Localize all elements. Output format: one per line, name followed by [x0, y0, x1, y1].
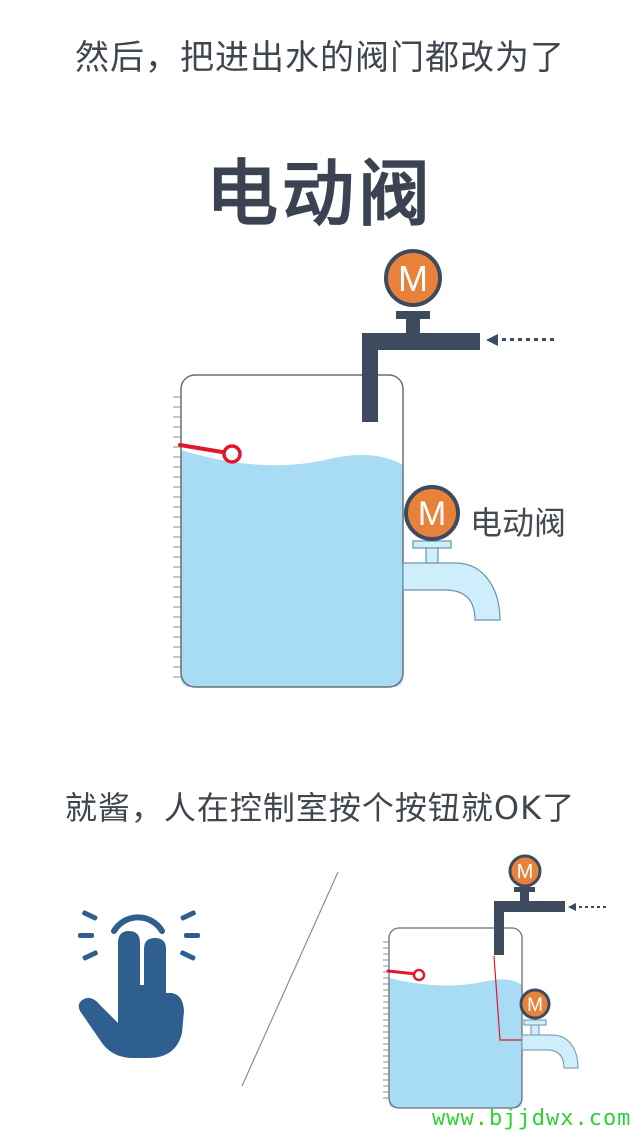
motor-valve-icon: M	[508, 854, 542, 902]
outlet-spout	[402, 562, 501, 621]
inlet-pipe	[494, 901, 565, 955]
motor-valve-icon: M	[384, 249, 442, 334]
tank-diagram-main: M M	[173, 249, 554, 688]
big-title: 电动阀	[205, 152, 434, 236]
tank-outline	[180, 374, 404, 688]
outlet-spout	[521, 1034, 579, 1069]
motor-letter: M	[418, 495, 446, 533]
float-sensor-icon	[386, 968, 426, 982]
scale-ticks	[383, 941, 389, 1099]
control-wire	[493, 955, 532, 1041]
valve-label: 电动阀	[470, 504, 567, 542]
inlet-pipe	[362, 333, 480, 422]
motor-letter: M	[517, 861, 534, 883]
heading-top: 然后，把进出水的阀门都改为了	[75, 38, 565, 78]
scale-ticks	[173, 396, 181, 678]
watermark: www.bjjdwx.com	[432, 1106, 632, 1131]
motor-valve-icon: M	[519, 988, 551, 1036]
flow-arrow-icon	[486, 334, 554, 346]
tank-diagram-small: M M	[383, 854, 606, 1109]
water	[181, 450, 403, 687]
heading-bottom: 就酱，人在控制室按个按钮就OK了	[64, 789, 576, 827]
tank-outline	[388, 927, 523, 1109]
motor-letter: M	[527, 995, 543, 1016]
diagonal-divider	[241, 871, 339, 1087]
flow-arrow-icon	[568, 903, 606, 911]
tap-hand-icon	[78, 910, 200, 1058]
float-sensor-icon	[178, 443, 242, 464]
motor-letter: M	[398, 258, 428, 299]
water	[389, 978, 522, 1108]
motor-valve-icon: M	[404, 485, 460, 564]
